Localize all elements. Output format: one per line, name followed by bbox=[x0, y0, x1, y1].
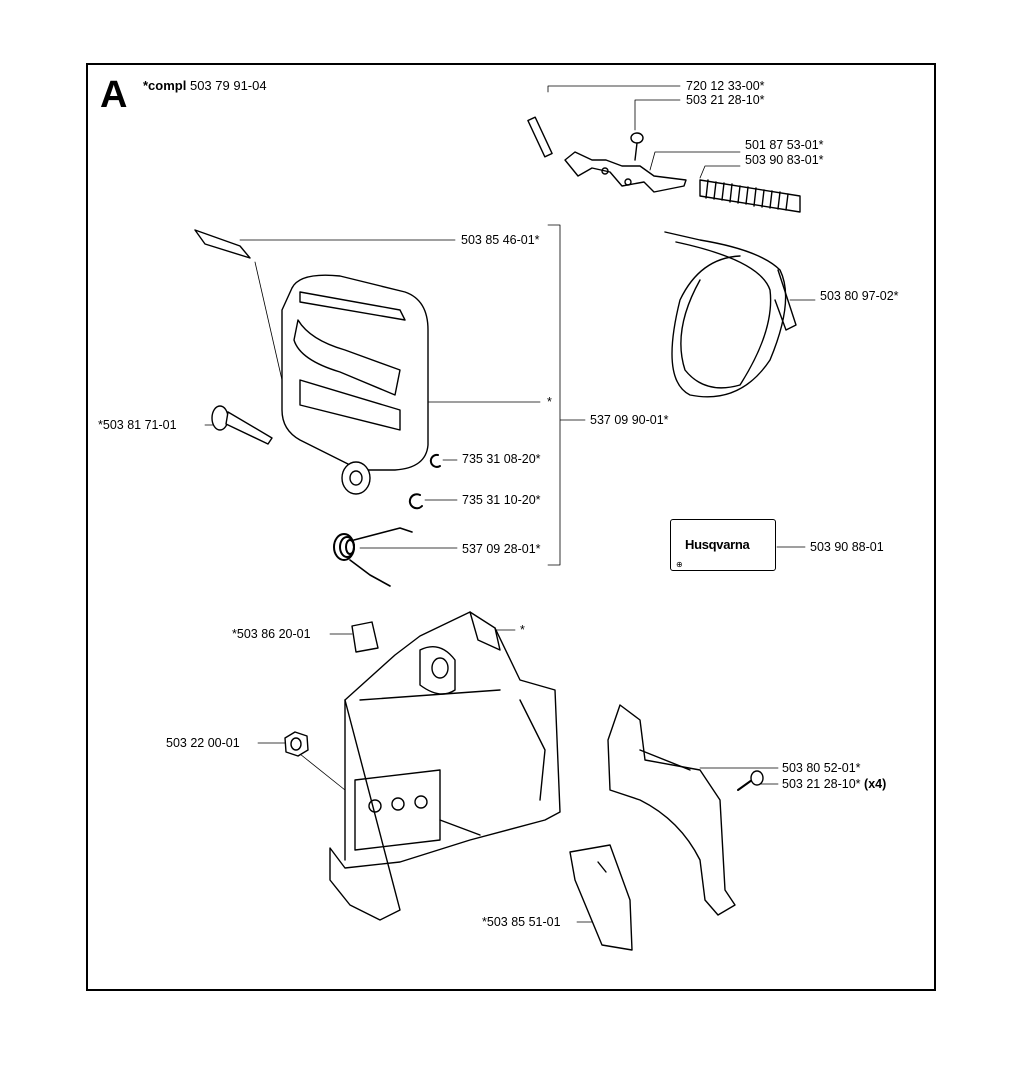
part-label: 503 90 83-01* bbox=[745, 153, 824, 167]
compl-prefix: *compl bbox=[143, 78, 187, 93]
part-label: 503 80 97-02* bbox=[820, 289, 899, 303]
part-label: * bbox=[520, 623, 525, 637]
part-label: 503 22 00-01 bbox=[166, 736, 240, 750]
part-label: * bbox=[547, 395, 552, 409]
part-label: 503 85 46-01* bbox=[461, 233, 540, 247]
pivot-bolt-part bbox=[211, 405, 273, 445]
part-label-with-qty: 503 21 28-10* (x4) bbox=[782, 778, 886, 791]
circlip-parts bbox=[408, 453, 441, 510]
part-label: 503 90 88-01 bbox=[810, 540, 884, 554]
compl-part-number: *compl 503 79 91-04 bbox=[143, 78, 267, 93]
pin-part bbox=[527, 116, 553, 158]
part-label: 720 12 33-00* bbox=[686, 79, 765, 93]
quantity: (x4) bbox=[864, 777, 887, 791]
part-label: *503 86 20-01 bbox=[232, 627, 311, 641]
brand-logo-text: Husqvarna bbox=[685, 537, 750, 552]
nut-part bbox=[284, 731, 309, 757]
plate-part bbox=[569, 844, 633, 951]
part-number: 503 21 28-10* bbox=[782, 777, 861, 791]
part-label: *503 85 51-01 bbox=[482, 915, 561, 929]
clutch-cover-part bbox=[329, 611, 561, 921]
hand-guard-part bbox=[194, 229, 429, 495]
brake-lever-part bbox=[564, 132, 687, 193]
part-label: 503 80 52-01* bbox=[782, 761, 861, 775]
screw-part bbox=[737, 770, 764, 791]
diagram-frame bbox=[86, 63, 936, 991]
part-label: 503 21 28-10* bbox=[686, 93, 765, 107]
brake-band-part bbox=[664, 231, 797, 398]
part-label: 735 31 10-20* bbox=[462, 493, 541, 507]
leader-lines bbox=[204, 85, 816, 923]
brand-decal: Husqvarna ⊕ bbox=[670, 519, 776, 571]
bracket-part bbox=[351, 621, 379, 653]
torsion-spring-part bbox=[333, 527, 413, 587]
part-label: *503 81 71-01 bbox=[98, 418, 177, 432]
chain-guard-part bbox=[607, 704, 736, 916]
part-label: 537 09 90-01* bbox=[590, 413, 669, 427]
spring-part bbox=[699, 179, 801, 213]
part-label: 501 87 53-01* bbox=[745, 138, 824, 152]
part-label: 537 09 28-01* bbox=[462, 542, 541, 556]
compl-number: 503 79 91-04 bbox=[189, 78, 267, 93]
section-letter: A bbox=[100, 74, 128, 116]
part-label: 735 31 08-20* bbox=[462, 452, 541, 466]
decal-mark-icon: ⊕ bbox=[676, 560, 683, 569]
